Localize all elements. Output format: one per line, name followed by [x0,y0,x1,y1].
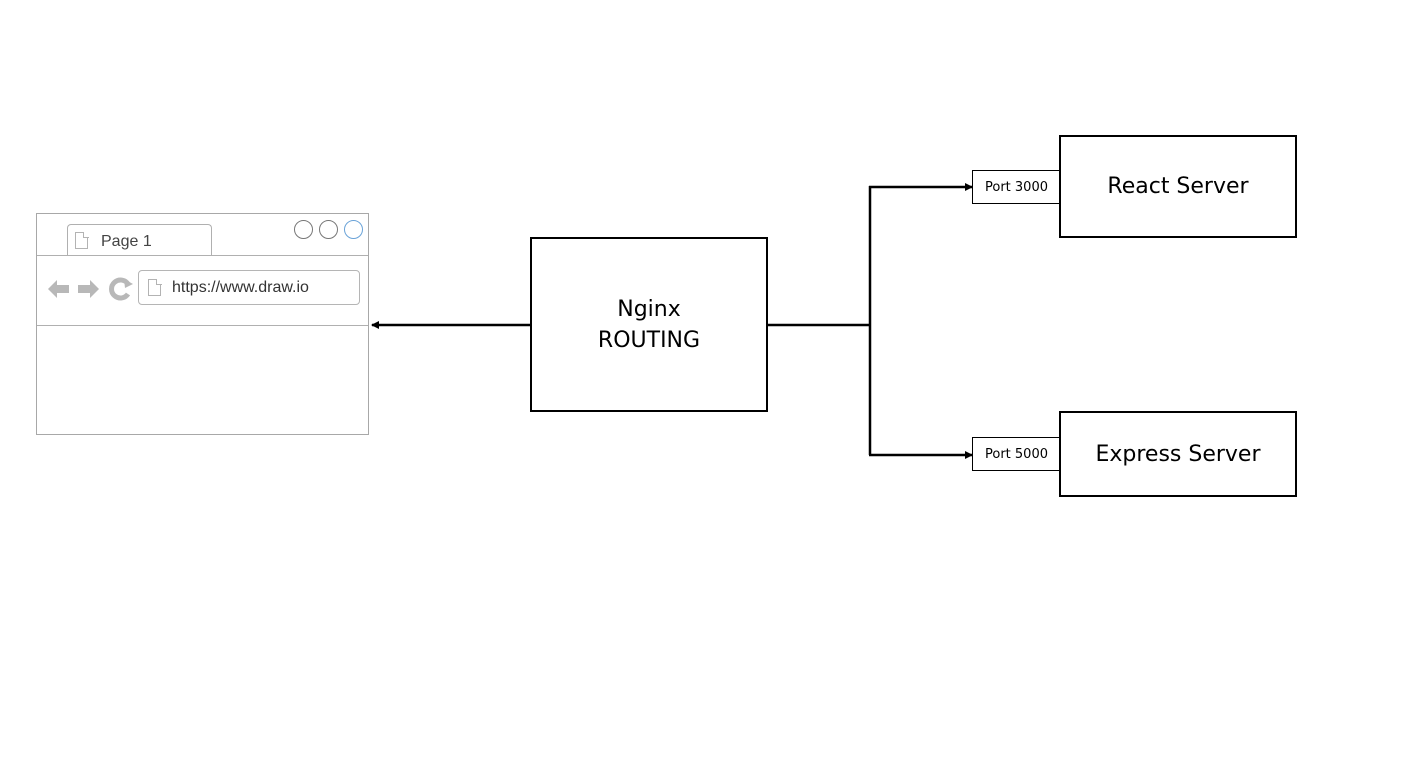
express-server-label: Express Server [1095,441,1261,467]
nginx-routing-box[interactable]: Nginx ROUTING [530,237,768,412]
port-3000-label: Port 3000 [985,179,1048,195]
window-button-3[interactable] [344,220,363,239]
forward-arrow-icon[interactable] [78,280,99,298]
url-text: https://www.draw.io [172,279,309,296]
url-page-icon [148,278,162,296]
react-server-label: React Server [1107,174,1249,199]
tab-label: Page 1 [101,233,152,250]
browser-window: Page 1 https://www.draw.io [36,213,369,435]
refresh-icon[interactable] [109,277,133,301]
tab-divider [37,255,368,256]
nav-buttons [48,277,133,301]
page-icon [75,231,89,249]
express-server-box[interactable]: Express Server [1059,411,1297,497]
window-button-2[interactable] [319,220,338,239]
port-5000-box[interactable]: Port 5000 [972,437,1061,471]
nginx-subtitle: ROUTING [597,327,701,353]
window-button-1[interactable] [294,220,313,239]
port-3000-box[interactable]: Port 3000 [972,170,1061,204]
react-server-box[interactable]: React Server [1059,135,1297,238]
back-arrow-icon[interactable] [48,280,69,298]
toolbar-divider [37,325,368,326]
nginx-title: Nginx [617,296,681,322]
port-5000-label: Port 5000 [985,446,1048,462]
browser-tab[interactable]: Page 1 [67,224,212,255]
address-bar[interactable]: https://www.draw.io [138,270,360,305]
